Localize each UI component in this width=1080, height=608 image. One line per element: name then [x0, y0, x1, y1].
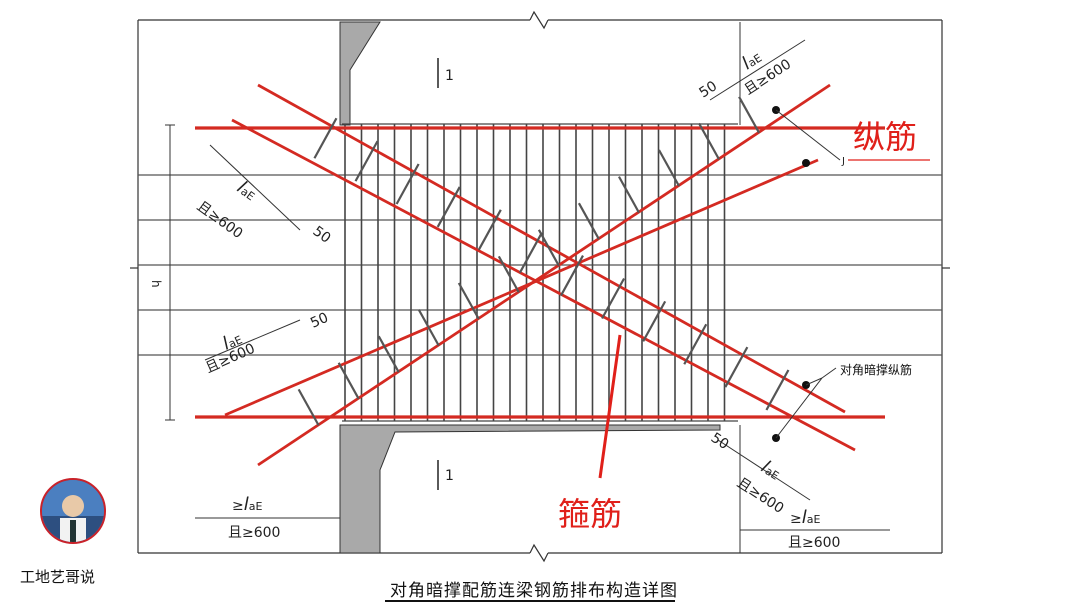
longitudinal-label: 纵筋 [853, 118, 917, 156]
diagonal-tie [658, 149, 680, 187]
diagram-caption: 对角暗撑配筋连梁钢筋排布构造详图 [390, 581, 678, 601]
avatar-icon [40, 478, 106, 544]
diagonal-tie [297, 388, 320, 426]
brand-name: 工地艺哥说 [20, 568, 96, 586]
caption-underline [385, 600, 675, 602]
dimensions [165, 39, 890, 531]
diagonal-tie [765, 369, 790, 411]
diagonal-tie [436, 186, 461, 228]
stirrup-label: 箍筋 [558, 495, 622, 533]
diagonal-tie [724, 346, 749, 388]
svg-text:且≥600: 且≥600 [734, 475, 787, 517]
svg-text:J: J [841, 156, 845, 167]
diagonal-tie [395, 163, 420, 205]
stirrup-frame [342, 123, 738, 422]
diagonal-tie [738, 96, 761, 134]
diagonal-tie [337, 362, 360, 400]
diagonal-ties [297, 96, 790, 426]
svg-text:50: 50 [308, 310, 331, 332]
svg-text:h: h [149, 280, 163, 288]
diagonal-tie [497, 255, 520, 293]
svg-text:1: 1 [445, 68, 454, 84]
svg-text:且≥600: 且≥600 [228, 525, 280, 541]
diagonal-tie [537, 229, 560, 267]
diagonal-bars [224, 83, 856, 467]
diagonal-tie [477, 209, 502, 251]
svg-text:≥laE: ≥laE [232, 494, 262, 515]
diagonal-tie [417, 309, 440, 347]
svg-text:laE: laE [233, 177, 261, 205]
svg-text:且≥600: 且≥600 [788, 535, 840, 551]
svg-text:50: 50 [708, 430, 732, 453]
svg-text:≥laE: ≥laE [790, 507, 820, 528]
diagonal-tie [377, 335, 400, 373]
diagonal-tie [457, 282, 480, 320]
wall-outline [130, 10, 950, 563]
diagonal-tie [698, 122, 721, 160]
diagonal-tie [518, 232, 543, 274]
diagonal-tie [313, 117, 338, 159]
svg-text:laE: laE [738, 46, 765, 74]
svg-text:50: 50 [696, 78, 720, 101]
diagonal-tie [642, 300, 667, 342]
svg-text:1: 1 [445, 468, 454, 484]
diagonal-tie [617, 176, 640, 214]
stirrup-group [344, 124, 726, 421]
diagonal-note-label: 对角暗撑纵筋 [840, 362, 912, 377]
stirrup-pointer [598, 334, 622, 479]
longitudinal-bars [195, 126, 885, 419]
svg-text:laE: laE [219, 328, 245, 355]
diagonal-tie [560, 255, 584, 297]
concrete-piers [339, 21, 741, 554]
svg-text:50: 50 [310, 223, 334, 246]
diagonal-tie [683, 323, 708, 365]
horizontal-bars [138, 174, 942, 356]
diagonal-tie [601, 277, 626, 320]
diagonal-tie [354, 140, 379, 182]
diagonal-tie [577, 202, 600, 240]
section-mark-bottom: 1 [437, 460, 454, 490]
section-mark-top: 1 [437, 58, 454, 88]
